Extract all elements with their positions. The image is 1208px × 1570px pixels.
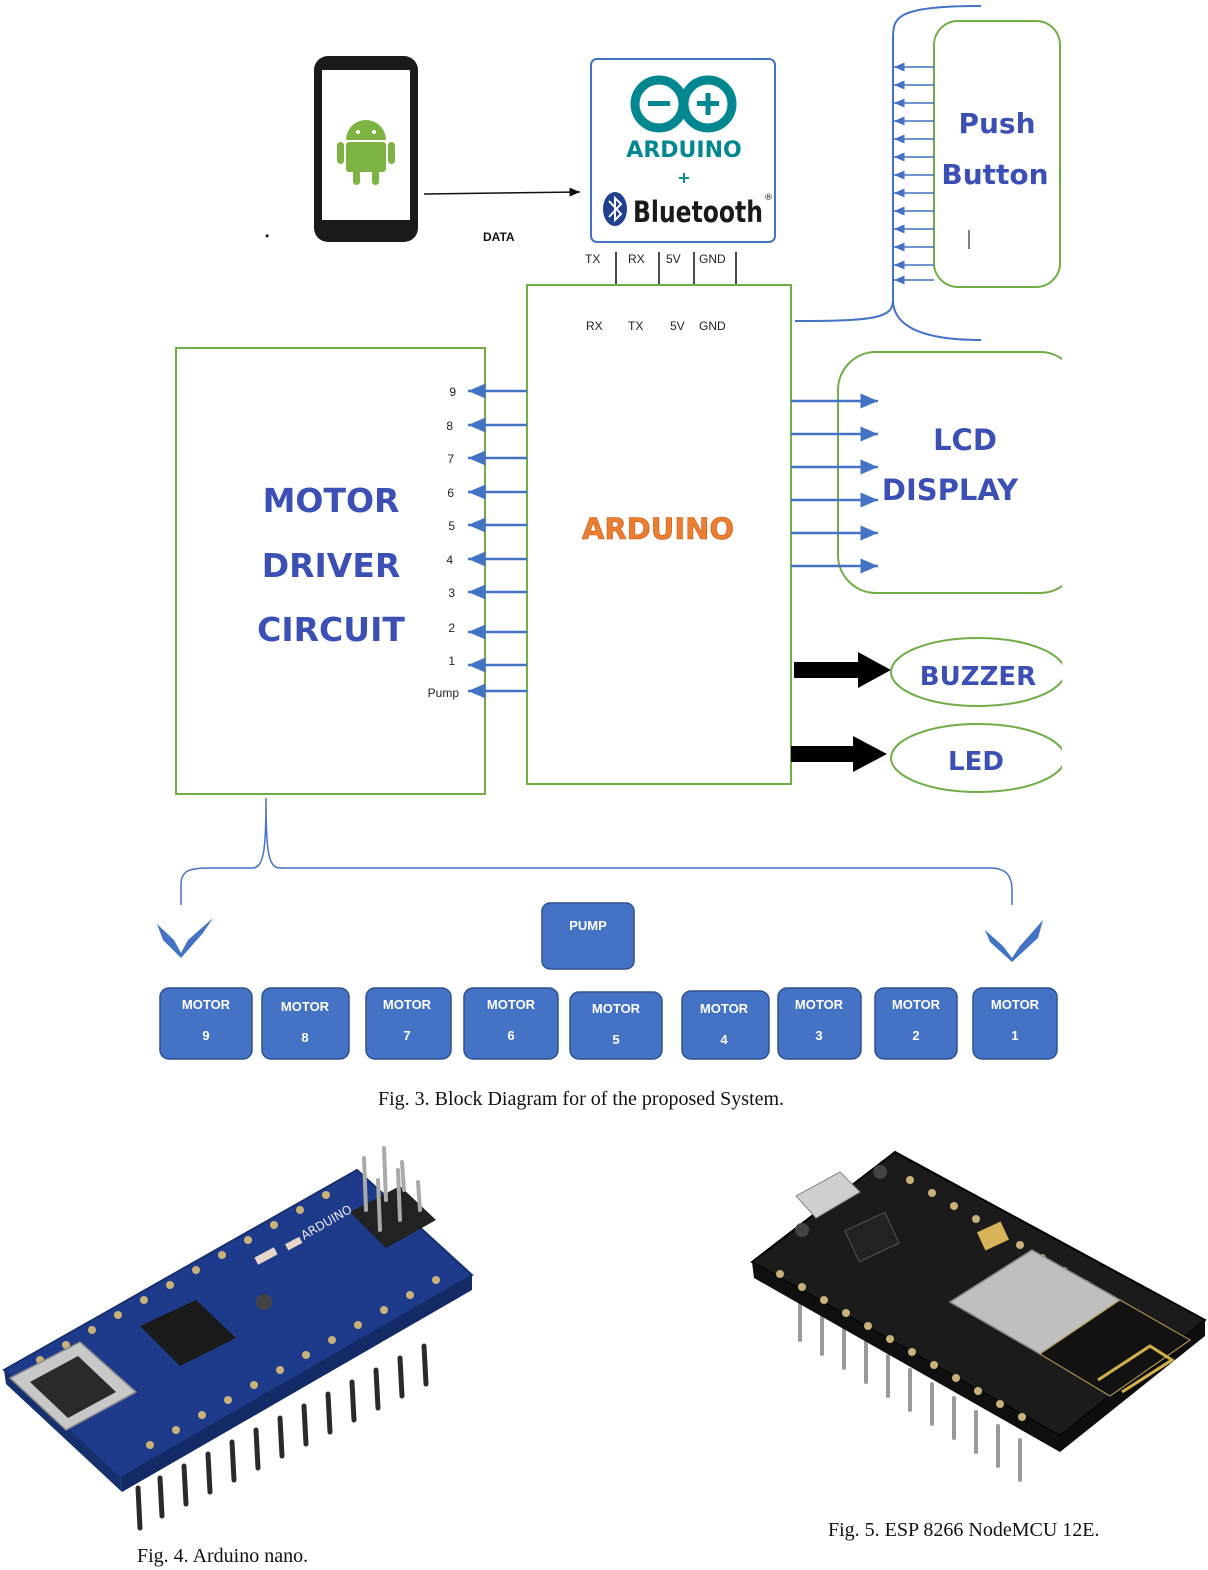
module-pin-rx: RX: [628, 252, 645, 266]
module-pin-5v: 5V: [666, 252, 681, 266]
arduino-bluetooth-module: ARDUINO + Bluetooth ®: [590, 58, 776, 243]
motor-driver-line-3: CIRCUIT: [257, 610, 405, 649]
arduino-label: ARDUINO: [582, 512, 734, 546]
driver-pin-8: 8: [446, 419, 453, 433]
motor-number: 1: [1011, 1028, 1018, 1043]
motor-number: 5: [612, 1032, 619, 1047]
buzzer-arrow: [794, 652, 891, 688]
buzzer-label: BUZZER: [920, 662, 1036, 692]
led-arrow: [791, 736, 887, 772]
arduino-block: [526, 284, 792, 785]
led-label: LED: [948, 747, 1004, 777]
motor-box: MOTOR 5: [569, 991, 663, 1060]
motor-label: MOTOR: [592, 1001, 641, 1016]
motor-number: 9: [202, 1028, 209, 1043]
motor-driver-block: [175, 347, 486, 795]
nodemcu-photo: [750, 1150, 1207, 1482]
driver-pin-1: 1: [448, 654, 455, 668]
motor-label: MOTOR: [281, 999, 330, 1014]
motor-number: 7: [403, 1028, 410, 1043]
android-phone-icon: [314, 56, 418, 242]
module-arduino-text: ARDUINO: [626, 138, 741, 163]
motor-box: MOTOR 8: [261, 987, 350, 1060]
driver-pin-pump: Pump: [428, 686, 460, 700]
push-button-line-1: Push: [958, 107, 1035, 140]
driver-pin-labels: 9 8 7 6 5 4 3 2 1 Pump: [428, 385, 460, 700]
motor-distribution-brace: [180, 797, 1013, 905]
arduino-pin-tx: TX: [628, 319, 643, 333]
bluetooth-icon: [603, 192, 627, 226]
lcd-line-1: LCD: [933, 423, 997, 457]
data-arrow: [423, 187, 581, 197]
push-button-arrows: [894, 62, 934, 285]
push-button-bracket: [794, 5, 982, 341]
phone-dot: •: [265, 229, 269, 243]
driver-pin-4: 4: [446, 553, 453, 567]
module-pin-tx: TX: [585, 252, 600, 266]
data-label: DATA: [483, 230, 515, 244]
driver-pin-9: 9: [449, 385, 456, 399]
motor-label: MOTOR: [991, 997, 1040, 1012]
motor-number: 3: [815, 1028, 822, 1043]
motor-label: MOTOR: [182, 997, 231, 1012]
module-pin-gnd: GND: [699, 252, 726, 266]
arduino-pin-5v: 5V: [670, 319, 685, 333]
arduino-pin-rx: RX: [586, 319, 603, 333]
push-button-block: [933, 20, 1061, 288]
right-down-arrow-icon: [985, 920, 1043, 962]
driver-pin-6: 6: [447, 486, 454, 500]
motor-label: MOTOR: [795, 997, 844, 1012]
motor-label: MOTOR: [892, 997, 941, 1012]
push-button-line-2: Button: [941, 158, 1048, 191]
motor-box: MOTOR 9: [159, 987, 253, 1060]
motor-number: 8: [301, 1030, 308, 1045]
motor-number: 2: [912, 1028, 919, 1043]
module-bluetooth-text: Bluetooth: [633, 195, 763, 229]
figure-4-caption: Fig. 4. Arduino nano.: [137, 1545, 309, 1567]
motor-label: MOTOR: [487, 997, 536, 1012]
driver-pin-3: 3: [448, 586, 455, 600]
lcd-line-2: DISPLAY: [882, 473, 1019, 507]
motor-label: MOTOR: [700, 1001, 749, 1016]
push-button-line-3: |: [966, 228, 971, 250]
arduino-pins: RX TX 5V GND: [586, 319, 726, 333]
driver-pin-2: 2: [448, 621, 455, 635]
motor-driver-line-2: DRIVER: [262, 546, 401, 585]
module-plus: +: [677, 168, 690, 187]
arduino-nano-photo: ARDUINO: [2, 1146, 474, 1531]
figure-3-caption: Fig. 3. Block Diagram for of the propose…: [378, 1088, 785, 1110]
driver-pin-connections: [468, 383, 527, 699]
figure-5-caption: Fig. 5. ESP 8266 NodeMCU 12E.: [828, 1519, 1100, 1541]
motor-number: 6: [507, 1028, 514, 1043]
motor-boxes: MOTOR 9 MOTOR 8 MOTOR 7 MOTOR 6 MOTOR 5 …: [159, 987, 1058, 1060]
driver-pin-5: 5: [448, 519, 455, 533]
motor-driver-line-1: MOTOR: [263, 481, 400, 520]
motor-box: MOTOR 3: [777, 987, 862, 1060]
motor-box: MOTOR 1: [972, 987, 1058, 1060]
motor-box: MOTOR 2: [874, 987, 958, 1060]
arduino-pin-gnd: GND: [699, 319, 726, 333]
motor-box: MOTOR 7: [365, 987, 452, 1060]
driver-pin-7: 7: [447, 452, 454, 466]
pump-box: PUMP: [541, 902, 635, 970]
motor-box: MOTOR 4: [681, 990, 770, 1060]
left-down-arrow-icon: [157, 918, 213, 958]
lcd-arrows: [791, 393, 878, 574]
motor-label: MOTOR: [383, 997, 432, 1012]
motor-number: 4: [720, 1032, 728, 1047]
pump-label: PUMP: [569, 918, 607, 933]
registered-mark: ®: [764, 193, 773, 203]
arduino-logo-icon: [630, 75, 737, 133]
motor-box: MOTOR 6: [463, 987, 559, 1060]
